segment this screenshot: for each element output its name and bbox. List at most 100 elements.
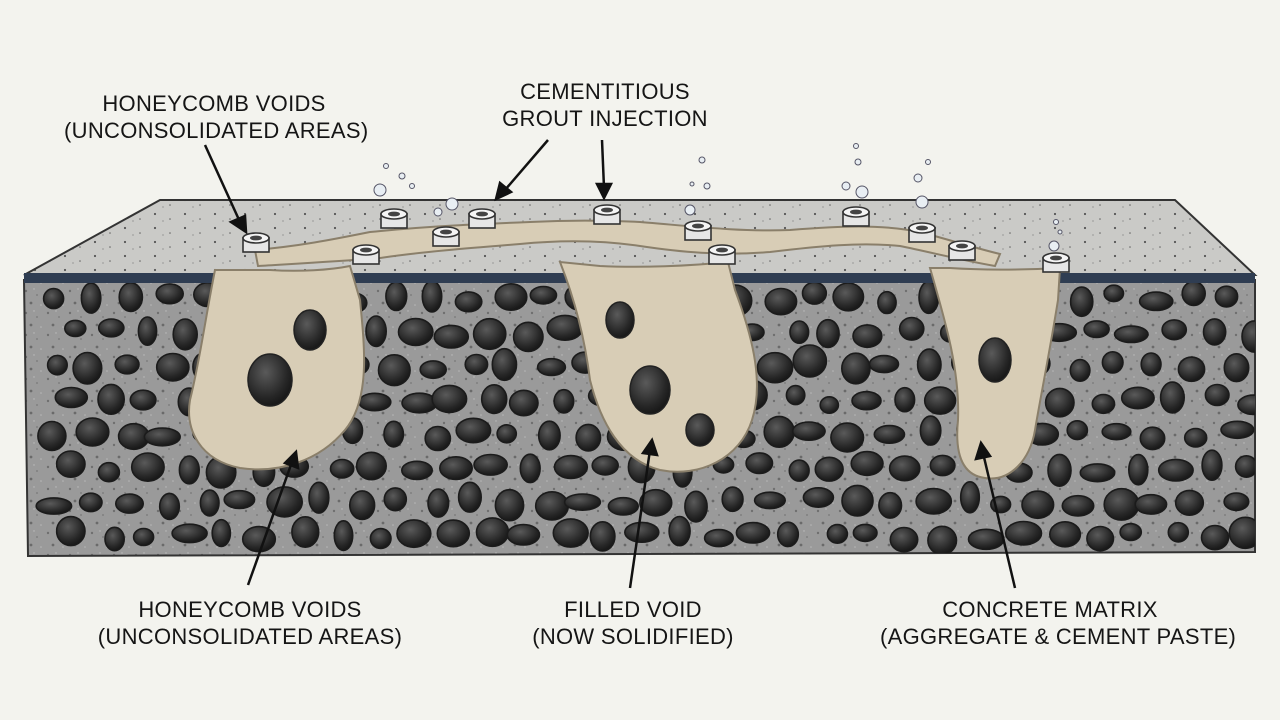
- honeycomb-void: [553, 454, 589, 480]
- honeycomb-void: [776, 521, 800, 548]
- honeycomb-void: [433, 324, 470, 349]
- injection-port-icon: [468, 208, 496, 229]
- honeycomb-void: [401, 392, 438, 414]
- honeycomb-void: [421, 280, 443, 313]
- honeycomb-void: [1004, 520, 1043, 546]
- honeycomb-void: [438, 456, 473, 481]
- honeycomb-void: [419, 360, 448, 380]
- honeycomb-void: [480, 384, 508, 415]
- honeycomb-void: [427, 488, 450, 518]
- honeycomb-void: [1234, 454, 1255, 478]
- honeycomb-void: [563, 493, 602, 512]
- honeycomb-void: [436, 519, 471, 548]
- air-bubble-icon: [703, 182, 711, 190]
- honeycomb-void: [791, 421, 826, 442]
- honeycomb-void: [383, 487, 408, 512]
- honeycomb-void: [358, 392, 392, 412]
- honeycomb-void: [369, 527, 392, 550]
- label-grout-injection: CEMENTITIOUS GROUT INJECTION: [480, 78, 730, 132]
- honeycomb-void: [355, 451, 388, 481]
- honeycomb-void: [841, 352, 871, 385]
- label-line: (UNCONSOLIDATED AREAS): [97, 624, 403, 649]
- honeycomb-void: [868, 354, 900, 374]
- honeycomb-void: [129, 389, 157, 411]
- honeycomb-void: [1181, 280, 1206, 307]
- honeycomb-void: [97, 318, 125, 338]
- honeycomb-void: [1091, 393, 1116, 415]
- honeycomb-void: [763, 415, 796, 448]
- honeycomb-void: [64, 319, 87, 338]
- honeycomb-void: [397, 317, 434, 347]
- honeycomb-void: [753, 491, 787, 510]
- honeycomb-void: [72, 351, 103, 385]
- honeycomb-void: [491, 347, 518, 382]
- honeycomb-void: [333, 519, 354, 552]
- air-bubble-icon: [684, 204, 696, 216]
- honeycomb-void: [1183, 427, 1208, 448]
- honeycomb-void: [383, 420, 405, 448]
- honeycomb-void: [114, 354, 140, 375]
- honeycomb-void: [1119, 522, 1143, 542]
- honeycomb-void: [241, 525, 277, 553]
- honeycomb-void: [291, 515, 320, 548]
- honeycomb-void: [365, 315, 388, 348]
- leader-filled-void: [628, 449, 652, 589]
- air-bubble-icon: [841, 181, 851, 191]
- honeycomb-void: [1214, 285, 1239, 308]
- honeycomb-void: [155, 283, 184, 305]
- honeycomb-void: [1223, 353, 1250, 383]
- honeycomb-void: [814, 456, 844, 482]
- honeycomb-void: [1167, 521, 1190, 543]
- air-bubble-icon: [915, 195, 929, 209]
- arrowhead-grout-b: [594, 182, 614, 201]
- honeycomb-void: [802, 486, 835, 508]
- honeycomb-void: [607, 496, 639, 516]
- honeycomb-void: [377, 354, 411, 387]
- air-bubble-icon: [855, 185, 869, 199]
- honeycomb-void: [424, 425, 452, 452]
- honeycomb-void: [819, 395, 840, 414]
- leader-grout-a: [504, 139, 549, 191]
- honeycomb-void: [1061, 494, 1095, 517]
- honeycomb-void: [915, 487, 953, 515]
- honeycomb-void: [454, 291, 483, 313]
- leader-lines: [203, 139, 1017, 589]
- honeycomb-void: [878, 491, 903, 519]
- honeycomb-void: [1157, 458, 1194, 482]
- honeycomb-void: [552, 518, 589, 548]
- honeycomb-void: [923, 386, 957, 415]
- honeycomb-void: [1223, 492, 1250, 512]
- honeycomb-void: [385, 281, 408, 312]
- honeycomb-void: [1159, 381, 1185, 414]
- honeycomb-void: [889, 526, 919, 553]
- honeycomb-void: [1128, 453, 1149, 486]
- honeycomb-void: [494, 488, 525, 522]
- honeycomb-void: [1069, 286, 1094, 318]
- honeycomb-void: [475, 517, 510, 548]
- air-bubble-icon: [689, 181, 695, 187]
- honeycomb-void: [506, 523, 541, 546]
- honeycomb-void: [898, 316, 925, 341]
- honeycomb-void: [919, 415, 942, 446]
- honeycomb-void: [877, 290, 897, 315]
- honeycomb-void: [329, 458, 355, 479]
- injection-port-icon: [242, 232, 270, 253]
- air-bubble-icon: [853, 143, 859, 149]
- honeycomb-void: [1103, 487, 1140, 521]
- honeycomb-void: [575, 423, 602, 452]
- air-bubble-icon: [913, 173, 923, 183]
- air-bubble-icon: [373, 183, 387, 197]
- honeycomb-void: [832, 282, 865, 312]
- honeycomb-void: [929, 454, 956, 477]
- honeycomb-void: [703, 528, 735, 548]
- honeycomb-void: [130, 452, 165, 483]
- honeycomb-void: [35, 497, 73, 515]
- honeycomb-void: [158, 492, 181, 521]
- honeycomb-void: [55, 515, 86, 547]
- honeycomb-void: [97, 461, 121, 483]
- label-line: CEMENTITIOUS: [520, 79, 690, 104]
- honeycomb-void: [1048, 520, 1082, 548]
- honeycomb-void: [639, 488, 673, 517]
- honeycomb-void: [1047, 453, 1072, 487]
